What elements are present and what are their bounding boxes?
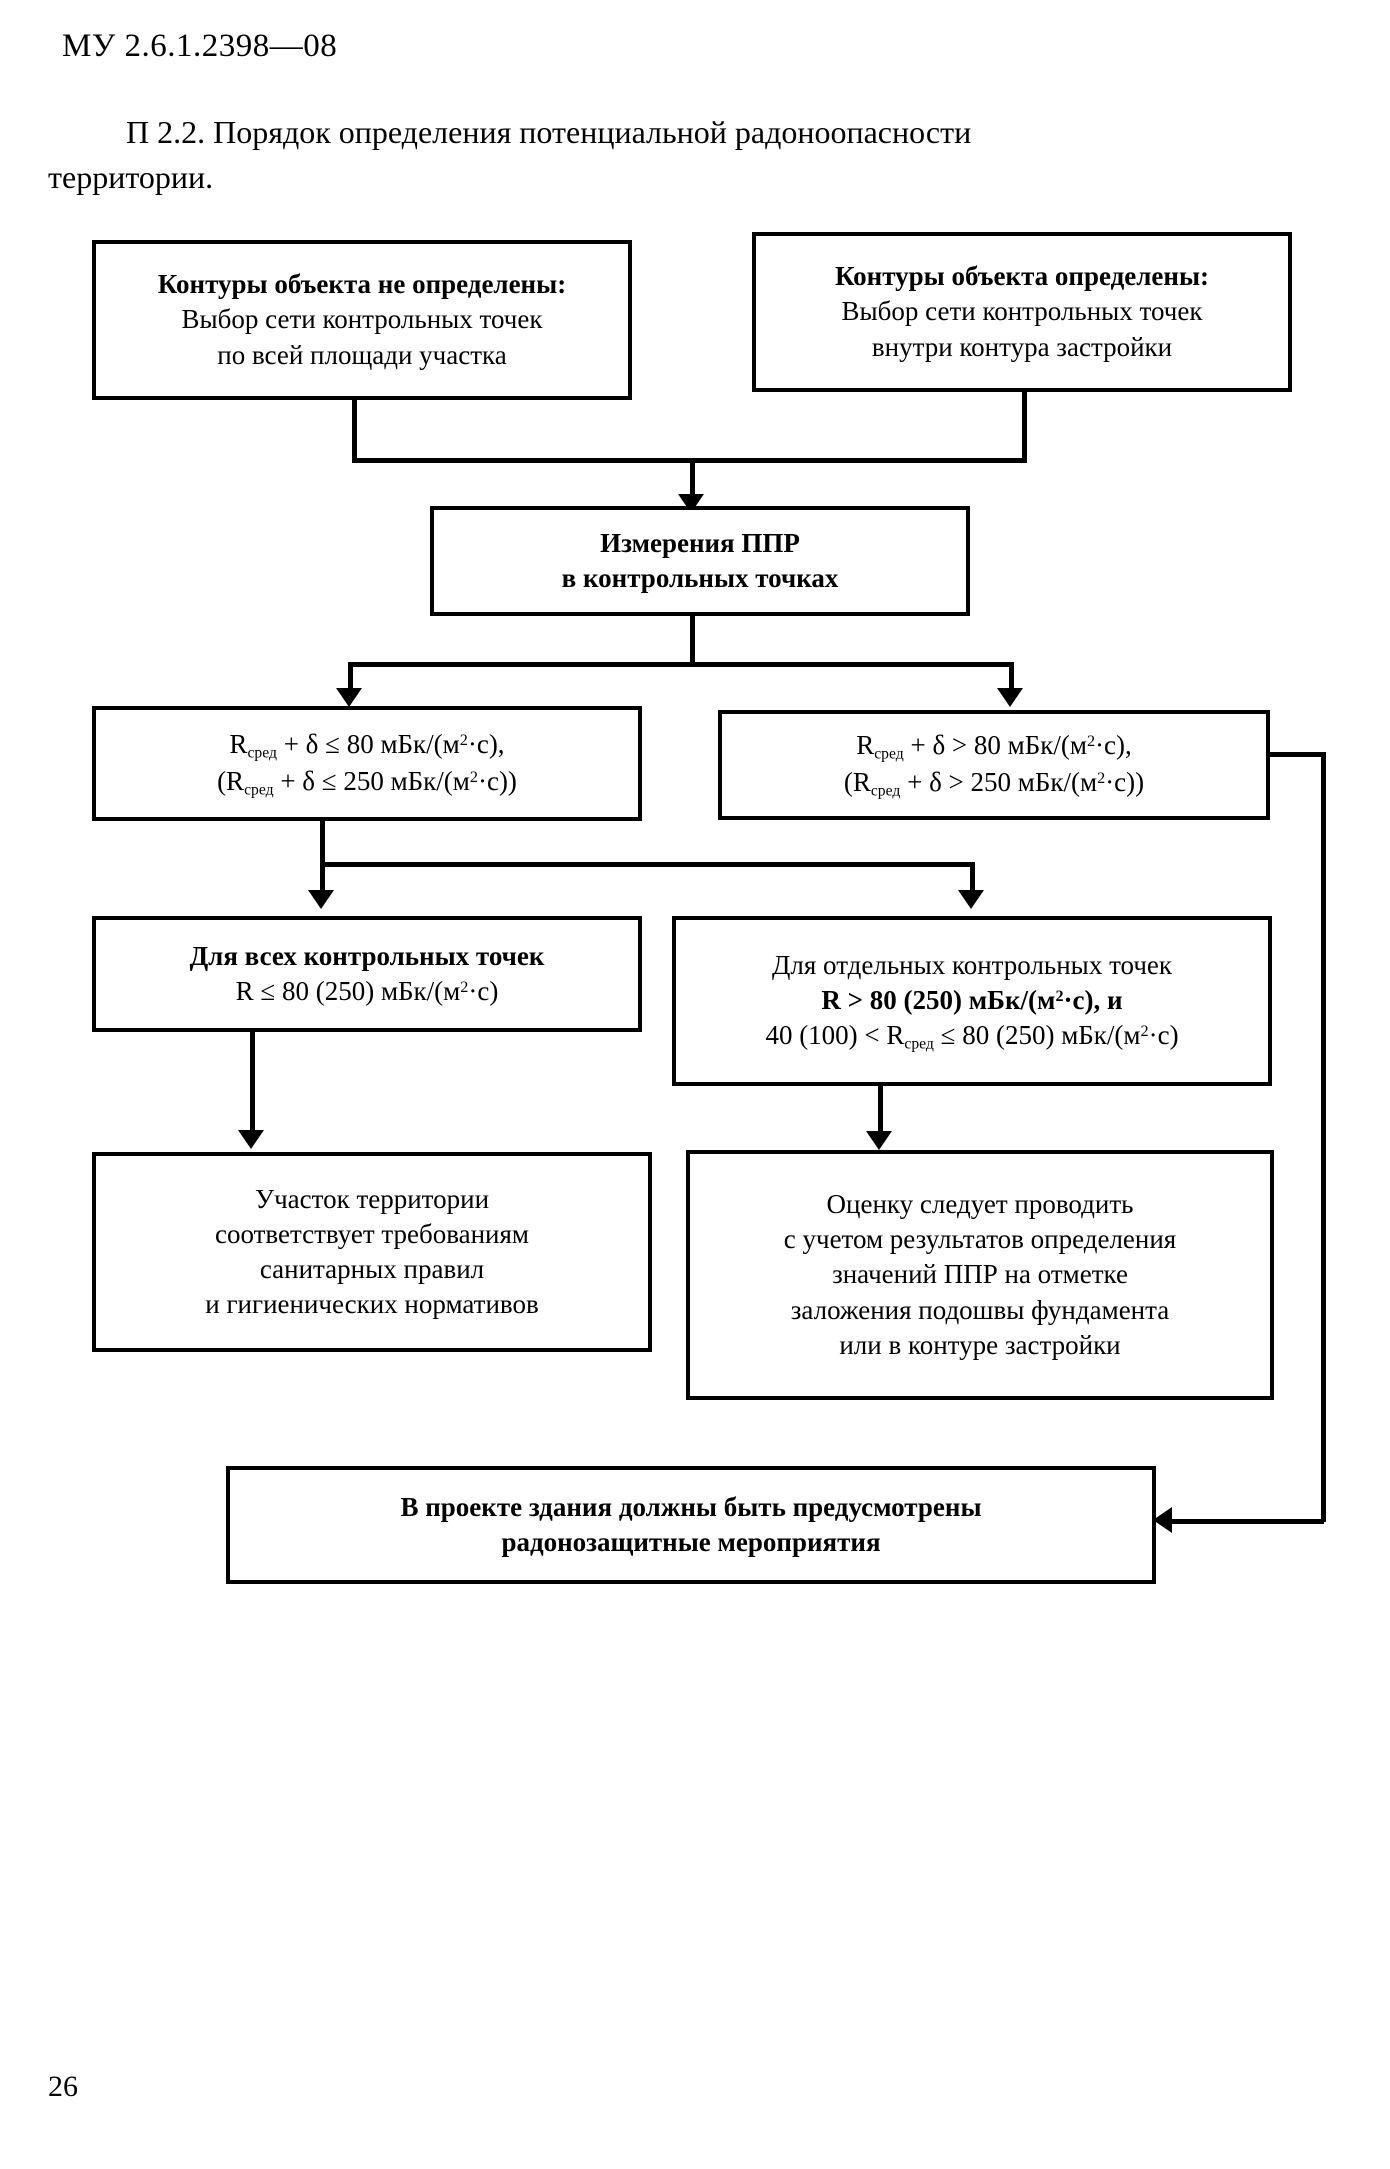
all-points-box-line-1: Для всех контрольных точек — [189, 940, 545, 971]
edge-separate-points-down — [878, 1086, 883, 1138]
edge-to-measure — [690, 458, 695, 503]
contours-defined-box-line-2: Выбор сети контрольных точек — [841, 296, 1203, 327]
page-number: 26 — [48, 2070, 78, 2103]
site-compliant-box-line-4: и гигиенических нормативов — [205, 1289, 539, 1320]
edge-all-points-down — [250, 1032, 255, 1137]
edge-le-split — [320, 862, 975, 867]
separate-points-box-line-2: R > 80 (250) мБк/(м2·с), и — [821, 984, 1123, 1015]
criterion-gt-box-line-1: Rсред + δ > 80 мБк/(м2·с), — [856, 730, 1132, 763]
edge-n2-down — [1022, 392, 1027, 462]
edge-le-left-down — [320, 862, 325, 896]
edge-criteria-right-down — [1009, 662, 1014, 694]
edge-le-down — [320, 821, 325, 866]
criterion-le-box-line-1: Rсред + δ ≤ 80 мБк/(м2·с), — [229, 728, 505, 762]
section-title-line-2: территории. — [48, 159, 214, 196]
site-compliant-box-line-1: Участок территории — [254, 1183, 490, 1214]
assessment-note-box-line-1: Оценку следует проводить — [826, 1189, 1134, 1220]
document-header: МУ 2.6.1.2398—08 — [62, 28, 338, 64]
measurements-box: Измерения ППР в контрольных точках — [430, 506, 970, 616]
contours-defined-box-line-1: Контуры объекта определены: — [834, 261, 1210, 292]
arrow-to-final — [1153, 1507, 1172, 1533]
criterion-le-box: Rсред + δ ≤ 80 мБк/(м2·с),(Rсред + δ ≤ 2… — [92, 706, 642, 821]
arrow-criteria-left — [336, 688, 362, 707]
arrow-all-points — [238, 1130, 264, 1149]
assessment-note-box-line-4: заложения подошвы фундамента — [790, 1294, 1170, 1325]
contours-undefined-box-line-2: Выбор сети контрольных точек — [181, 304, 543, 335]
criterion-gt-box-line-2: (Rсред + δ > 250 мБк/(м2·с)) — [843, 767, 1145, 800]
site-compliant-box: Участок территории соответствует требован… — [92, 1152, 652, 1352]
site-compliant-box-line-3: санитарных правил — [259, 1254, 485, 1284]
separate-points-box-line-1: Для отдельных контрольных точек — [771, 949, 1173, 980]
separate-points-box-line-3: 40 (100) < Rсред ≤ 80 (250) мБк/(м2·с) — [765, 1019, 1179, 1053]
assessment-note-box: Оценку следует проводить с учетом результ… — [686, 1150, 1274, 1400]
assessment-note-box-line-2: с учетом результатов определения — [783, 1224, 1177, 1255]
contours-undefined-box-line-1: Контуры объекта не определены: — [157, 269, 567, 300]
all-points-box: Для всех контрольных точек R ≤ 80 (250) м… — [92, 916, 642, 1032]
contours-undefined-box-line-3: по всей площади участка — [217, 339, 507, 370]
arrow-separate-points — [866, 1131, 892, 1150]
edge-join-row1 — [352, 458, 1027, 463]
arrow-criteria-right — [997, 688, 1023, 707]
assessment-note-box-line-3: значений ППР на отметке — [832, 1259, 1128, 1290]
all-points-box-line-2: R ≤ 80 (250) мБк/(м2·с) — [235, 976, 499, 1006]
measurements-box-line-1: Измерения ППР — [600, 527, 800, 558]
edge-gt-right — [1266, 752, 1326, 757]
site-compliant-box-line-2: соответствует требованиям — [214, 1218, 530, 1249]
contours-defined-box-line-3: внутри контура застройки — [871, 331, 1173, 362]
arrow-le-left — [308, 890, 334, 909]
separate-points-box: Для отдельных контрольных точек R > 80 (2… — [672, 916, 1272, 1086]
criterion-le-box-line-2: (Rсред + δ ≤ 250 мБк/(м2·с)) — [217, 765, 517, 798]
section-paragraph: П 2.2. Порядок определения потенциальной… — [48, 110, 1348, 201]
contours-undefined-box: Контуры объекта не определены: Выбор сети… — [92, 240, 632, 400]
edge-criteria-left-down — [348, 662, 353, 694]
edge-measure-down — [690, 616, 695, 666]
criterion-gt-box: Rсред + δ > 80 мБк/(м2·с), (Rсред + δ > 2… — [718, 710, 1270, 820]
section-title-line-1: П 2.2. Порядок определения потенциальной… — [126, 114, 972, 150]
edge-gt-rail — [1321, 752, 1326, 1522]
edge-split-criteria — [348, 662, 1014, 667]
contours-defined-box: Контуры объекта определены: Выбор сети ко… — [752, 232, 1292, 392]
assessment-note-box-line-5: или в контуре застройки — [839, 1329, 1121, 1360]
radon-protection-box: В проекте здания должны быть предусмотре… — [226, 1466, 1156, 1584]
edge-gt-to-final — [1172, 1519, 1324, 1524]
edge-n1-down — [352, 400, 357, 462]
radon-protection-box-line-2: радонозащитные мероприятия — [501, 1527, 881, 1557]
radon-protection-box-line-1: В проекте здания должны быть предусмотре… — [400, 1491, 982, 1522]
edge-le-right-down — [970, 862, 975, 896]
measurements-box-line-2: в контрольных точках — [561, 563, 839, 593]
arrow-le-right — [958, 890, 984, 909]
